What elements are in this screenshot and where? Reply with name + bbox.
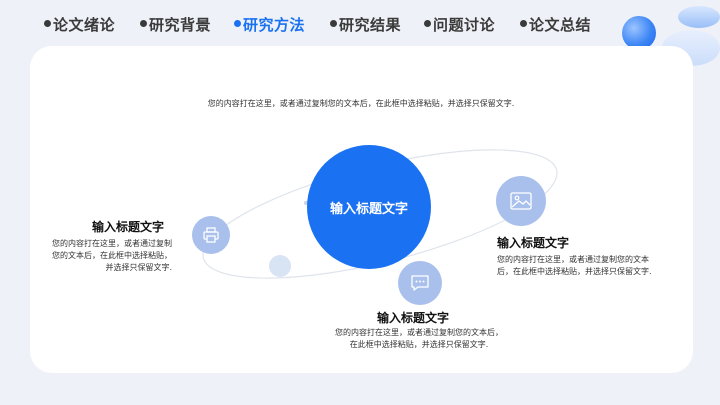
image-icon: [510, 192, 532, 210]
bullet-dot-icon: [140, 20, 147, 27]
bullet-dot-icon: [424, 20, 431, 27]
nav-item-results[interactable]: 研究结果: [330, 14, 401, 35]
right-icon-circle: [496, 176, 546, 226]
bottom-icon-circle: [398, 261, 442, 305]
bottom-block-text: 您的内容打在这里，或者通过复制您的文本后，在此框中选择粘贴，并选择只保留文字.: [335, 328, 503, 349]
bullet-dot-icon: [44, 20, 51, 27]
nav-item-background[interactable]: 研究背景: [140, 14, 211, 35]
nav-item-discussion[interactable]: 问题讨论: [424, 14, 495, 35]
decorative-blob: [622, 16, 656, 50]
nav-item-conclusion[interactable]: 论文总结: [520, 14, 591, 35]
decorative-circle: [269, 255, 291, 277]
chat-bubble-icon: [411, 275, 429, 291]
nav-item-intro[interactable]: 论文绪论: [44, 14, 115, 35]
right-block-text: 您的内容打在这里，或者通过复制您的文本后，在此框中选择粘贴，并选择只保留文字.: [497, 255, 652, 276]
right-block-title: 输入标题文字: [497, 236, 570, 250]
left-block-title: 输入标题文字: [92, 220, 165, 234]
nav-item-methods[interactable]: 研究方法: [234, 14, 305, 35]
decorative-blob: [678, 6, 720, 28]
bullet-dot-icon: [234, 20, 241, 27]
center-title-circle: 输入标题文字: [307, 145, 431, 269]
bottom-block-title: 输入标题文字: [377, 311, 450, 325]
center-title: 输入标题文字: [329, 201, 408, 217]
bullet-dot-icon: [520, 20, 527, 27]
top-description: 您的内容打在这里，或者通过复制您的文本后，在此框中选择粘贴，并选择只保留文字.: [207, 99, 515, 108]
left-icon-circle: [192, 216, 230, 254]
printer-icon: [203, 227, 219, 243]
bullet-dot-icon: [330, 20, 337, 27]
left-block-text: 您的内容打在这里，或者通过复制您的文本后，在此框中选择粘贴，并选择只保留文字.: [52, 239, 172, 272]
